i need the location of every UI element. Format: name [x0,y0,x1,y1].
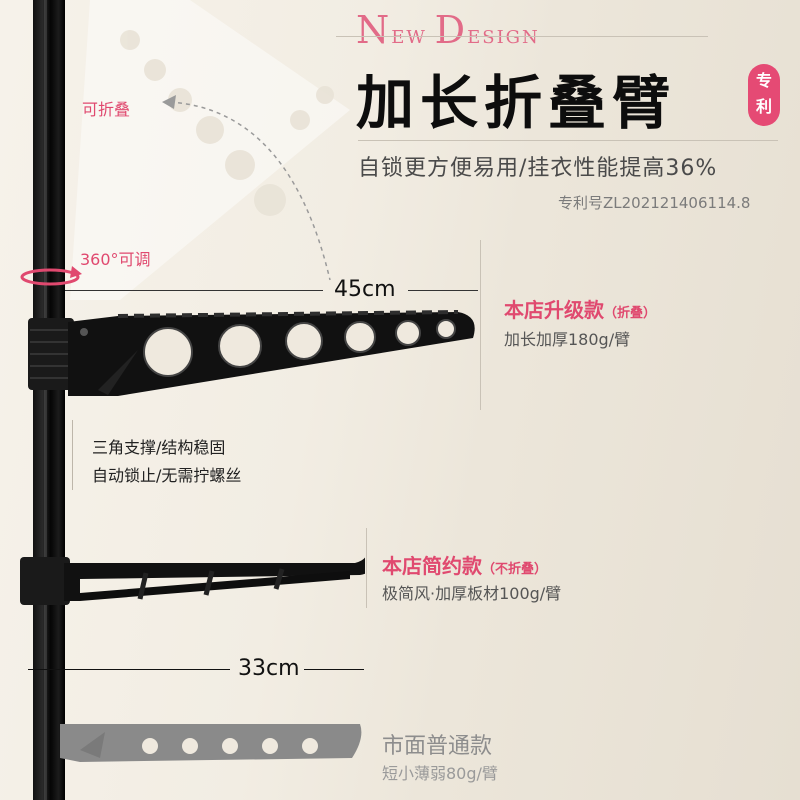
simple-label: 本店简约款（不折叠） [382,550,547,579]
vertical-pole [33,0,65,800]
upgrade-name: 本店升级款 [504,298,604,322]
brand-cap-n: N [356,8,392,52]
brand-cap-d: D [434,8,468,52]
upgrade-arm [28,310,475,396]
simple-arm [20,549,365,605]
patent-number: 专利号ZL202121406114.8 [558,194,751,212]
patent-badge: 专 利 [748,64,780,126]
support-note-1: 三角支撑/结构稳固 [92,438,226,457]
title-divider [358,140,778,141]
rotate-note: 360°可调 [80,250,151,269]
pole-highlight [44,0,47,800]
brand-rest-ew: EW [391,27,435,48]
brand-rest-esign: ESIGN [467,27,540,48]
measure-line-33-left [28,669,230,670]
simple-divider [366,528,367,608]
upgrade-tag: （折叠） [604,306,657,321]
upgrade-label: 本店升级款（折叠） [504,294,656,323]
common-desc: 短小薄弱80g/臂 [382,764,498,783]
common-arm [60,724,362,762]
foldable-note: 可折叠 [82,100,131,119]
rotate-arrow-icon [20,266,82,286]
patent-badge-line2: 利 [755,97,772,116]
upgrade-desc: 加长加厚180g/臂 [504,330,631,349]
brand-new-design: NEW DESIGN [356,8,540,52]
support-bracket [72,420,73,490]
measure-line-33-right [304,669,364,670]
measure-45cm: 45cm [334,277,396,302]
simple-name: 本店简约款 [382,554,482,578]
page-title: 加长折叠臂 [356,69,677,137]
simple-tag: （不折叠） [482,562,548,577]
patent-badge-line1: 专 [755,71,772,90]
common-name: 市面普通款 [382,734,493,759]
simple-desc: 极简风·加厚板材100g/臂 [382,584,562,603]
support-note-2: 自动锁止/无需拧螺丝 [92,466,242,485]
brand-divider [336,36,708,37]
measure-33cm: 33cm [238,656,300,681]
folded-arm-ghost [70,0,350,300]
subtitle: 自锁更方便易用/挂衣性能提高36% [358,156,718,181]
fold-arrow-icon [162,95,331,281]
upgrade-divider [480,240,481,410]
measure-line-45-left [65,290,323,291]
measure-line-45-right [408,290,478,291]
